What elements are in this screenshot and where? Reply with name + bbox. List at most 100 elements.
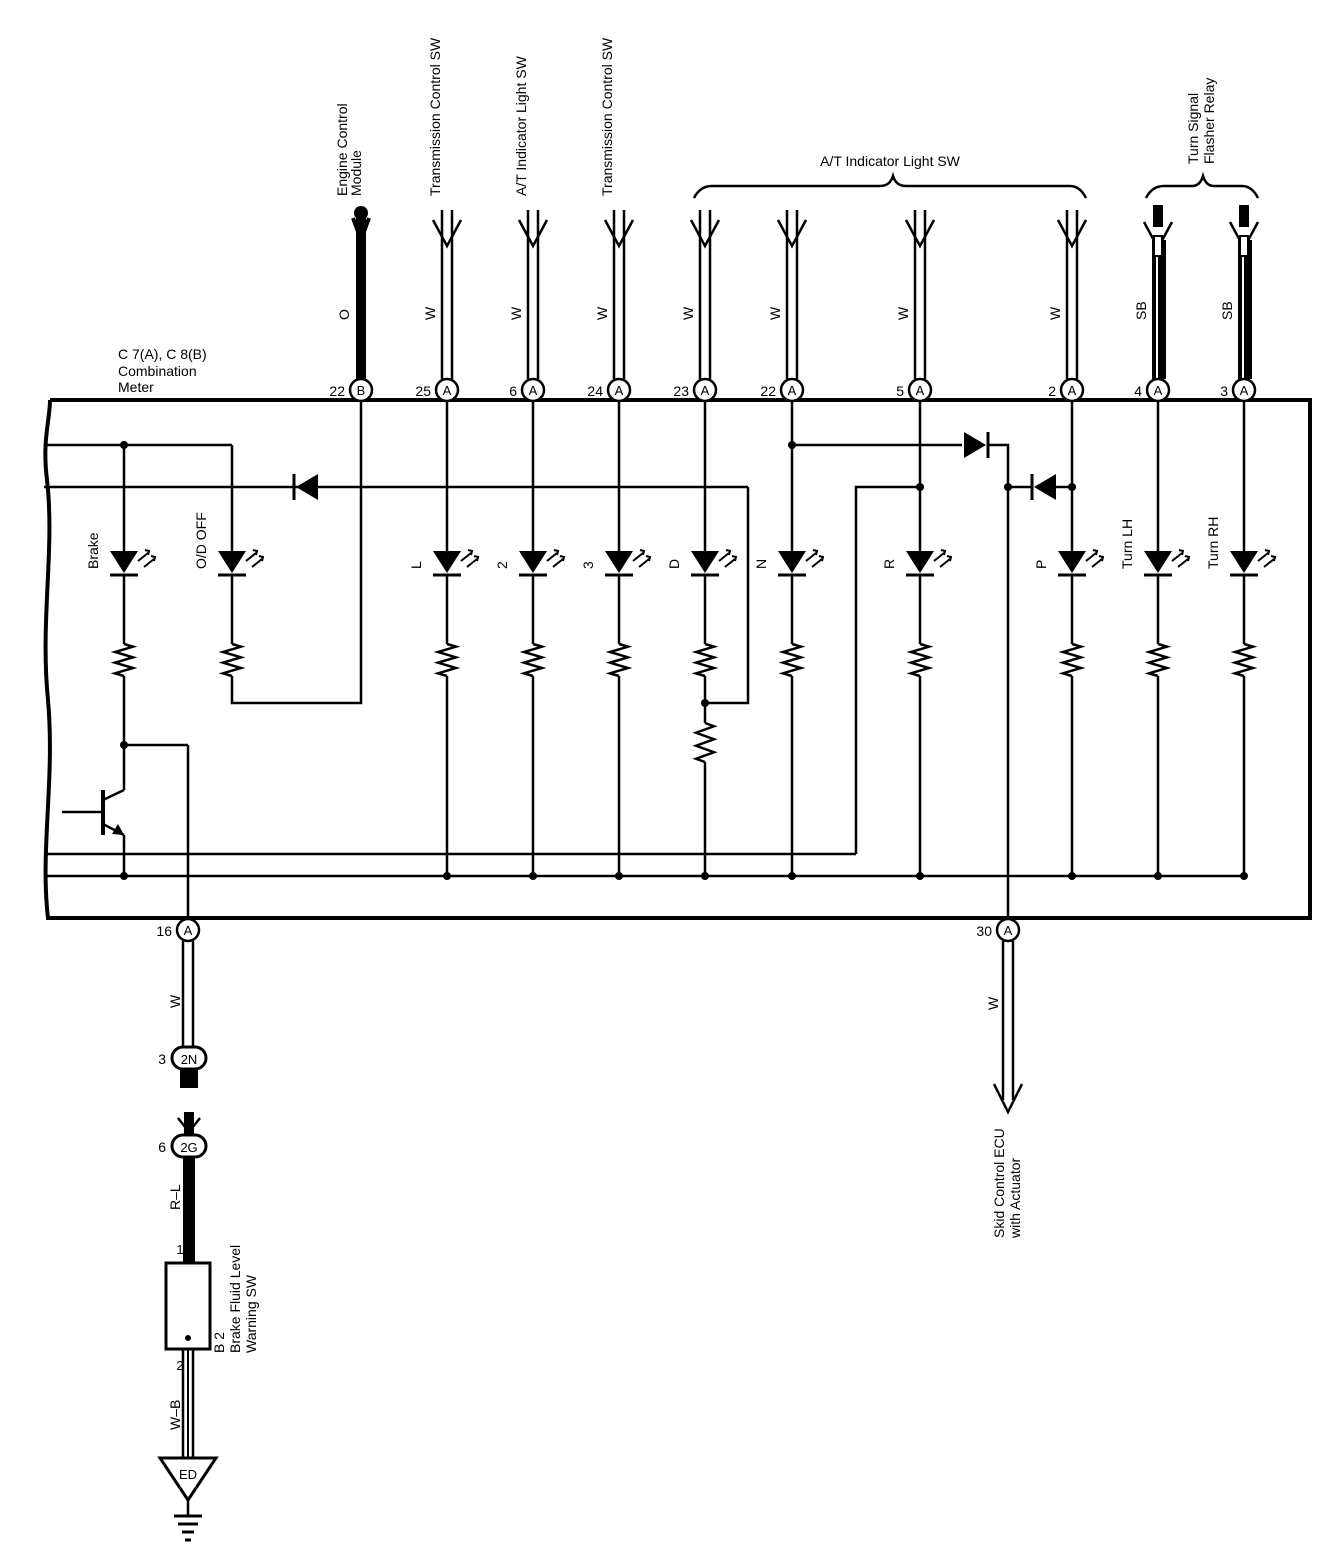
- light-arrows: [1178, 549, 1191, 562]
- arrow-head: [992, 1083, 1024, 1115]
- led-symbol: [433, 551, 461, 573]
- connector-letter: A: [1240, 383, 1249, 398]
- pin-number: 24: [587, 383, 603, 399]
- connector-letter: A: [788, 383, 797, 398]
- switch-label: B 2: [211, 1332, 227, 1353]
- diode-symbol: [296, 474, 318, 500]
- connector-pin: [1231, 377, 1257, 403]
- source-label: Transmission Control SW: [427, 37, 443, 196]
- led-symbol: [1230, 551, 1258, 573]
- meter-connector-label: C 7(A), C 8(B): [118, 346, 207, 362]
- light-arrows: [725, 549, 738, 562]
- pin-number: 3: [158, 1051, 166, 1067]
- light-arrows: [460, 552, 478, 568]
- wire: [988, 443, 1010, 918]
- junction-dot: [443, 872, 451, 880]
- wire-color-label: W: [895, 306, 911, 320]
- lamp-label: D: [666, 559, 682, 569]
- junction-dot: [788, 872, 796, 880]
- connector-letter: A: [1154, 383, 1163, 398]
- arrow-head: [351, 217, 363, 241]
- pin-number: 25: [415, 383, 431, 399]
- light-arrows: [933, 552, 951, 568]
- light-arrows: [1085, 552, 1103, 568]
- wire-marker: [1239, 235, 1249, 257]
- source-label: A/T Indicator Light SW: [513, 55, 529, 196]
- pin-number: 16: [156, 923, 172, 939]
- resistor-symbol: [519, 642, 547, 678]
- connector-pin: [1145, 377, 1171, 403]
- resistor-symbol: [906, 642, 934, 678]
- arrow-head: [359, 217, 371, 241]
- resistor-symbol: [778, 642, 806, 678]
- junction-dot: [529, 872, 537, 880]
- connector-socket: [184, 1112, 194, 1136]
- group-label: Turn Signal: [1185, 93, 1201, 164]
- light-arrows: [639, 549, 652, 562]
- ground-label: ED: [179, 1467, 197, 1482]
- lamp-label: Turn RH: [1205, 517, 1221, 569]
- wire: [230, 401, 363, 705]
- connector-pin: [1059, 377, 1085, 403]
- junction-dot: [1004, 483, 1012, 491]
- lamp-label: L: [408, 561, 424, 569]
- wire: [705, 487, 750, 705]
- junction-dot: [1068, 872, 1076, 880]
- connector-pin: [692, 377, 718, 403]
- wire-end: [354, 206, 368, 220]
- arrow-head: [517, 219, 549, 249]
- junction-label: 2G: [180, 1140, 197, 1155]
- wire-color-label: W–B: [167, 1400, 183, 1430]
- connector-letter: A: [443, 383, 452, 398]
- junction-dot: [120, 441, 128, 449]
- led-symbol: [110, 551, 138, 573]
- connector-pin: [907, 377, 933, 403]
- resistor-symbol: [1230, 642, 1258, 678]
- connector-pin: [434, 377, 460, 403]
- led-symbol: [519, 551, 547, 573]
- meter-name-label: Combination: [118, 363, 197, 379]
- resistor-symbol: [433, 642, 461, 678]
- wire-color-label: W: [508, 306, 524, 320]
- connector-plug: [180, 1070, 198, 1088]
- junction-connector-2n: [170, 1045, 208, 1071]
- junction-label: 2N: [181, 1052, 198, 1067]
- wire-color-label: W: [680, 306, 696, 320]
- wire-stub: [1153, 205, 1163, 227]
- led-symbol: [218, 551, 246, 573]
- resistor-symbol: [691, 642, 719, 678]
- light-arrows: [632, 552, 650, 568]
- junction-dot: [1240, 872, 1248, 880]
- led-symbol: [1058, 551, 1086, 573]
- pin-number: 22: [329, 383, 345, 399]
- wire-color-label: W: [422, 306, 438, 320]
- connector-pin: [348, 377, 374, 403]
- junction-dot: [1154, 872, 1162, 880]
- junction-dot: [916, 872, 924, 880]
- switch-contact: [185, 1335, 191, 1341]
- pin-number: 2: [176, 1358, 183, 1373]
- connector-pin: [995, 917, 1021, 943]
- diode-symbol: [964, 432, 986, 458]
- light-arrows: [1092, 549, 1105, 562]
- connector-letter: A: [1068, 383, 1077, 398]
- light-arrows: [553, 549, 566, 562]
- wire: [854, 485, 920, 854]
- wire-color-label: SB: [1219, 301, 1235, 320]
- lamp-label: 3: [580, 561, 596, 569]
- light-arrows: [718, 552, 736, 568]
- pin-number: 5: [896, 383, 904, 399]
- light-arrows: [1171, 552, 1189, 568]
- light-arrows: [137, 552, 155, 568]
- source-label: Transmission Control SW: [599, 37, 615, 196]
- wire-stub: [1239, 205, 1249, 227]
- wire-color-label: W: [594, 306, 610, 320]
- connector-letter: A: [701, 383, 710, 398]
- group-brace: [1144, 171, 1260, 199]
- arrow-head: [431, 219, 463, 249]
- pin-number: 1: [176, 1242, 183, 1257]
- diode-symbol: [1034, 474, 1056, 500]
- resistor-symbol: [1058, 642, 1086, 678]
- group-brace: [692, 171, 1088, 199]
- pin-number: 3: [1220, 383, 1228, 399]
